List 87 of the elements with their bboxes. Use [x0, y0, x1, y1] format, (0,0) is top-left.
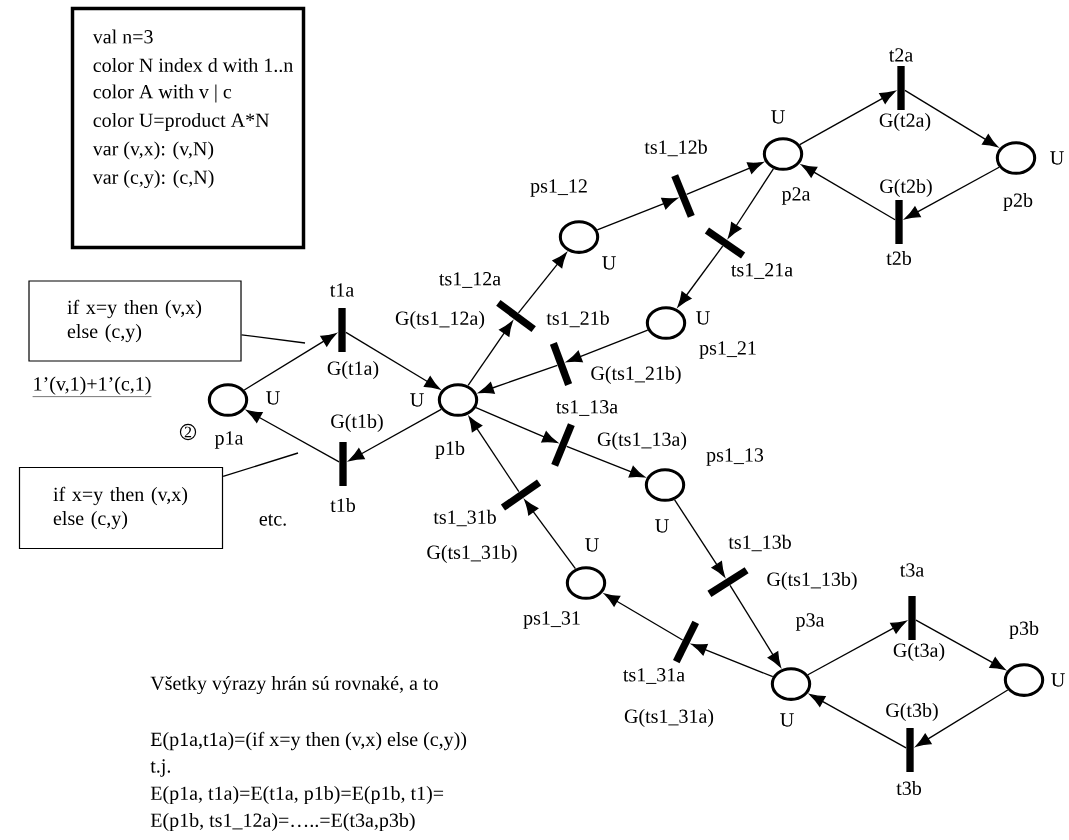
arrow	[348, 408, 442, 462]
node-label: ts1_21b	[546, 310, 609, 328]
node-label: ts1_12a	[439, 272, 501, 288]
arrow	[799, 90, 896, 146]
arrow	[345, 331, 440, 390]
arrow	[478, 364, 558, 394]
arrow	[677, 245, 724, 308]
node-label: U	[1050, 151, 1064, 165]
node-label: p3b	[1009, 620, 1039, 640]
arrow	[673, 499, 726, 578]
node-label: U	[655, 519, 669, 533]
node-label: G(t1a)	[327, 360, 379, 380]
node-label: G(ts1_13b)	[767, 571, 857, 591]
node-label: U	[602, 256, 616, 270]
node-label: ts1_13b	[728, 534, 791, 552]
node-label: ps1_31	[523, 611, 580, 629]
arrow	[604, 593, 684, 641]
node-label: ps1_21	[699, 341, 756, 359]
arrow	[524, 499, 577, 570]
node-label: G(t1b)	[331, 413, 383, 433]
arrow	[475, 407, 558, 444]
note-text: Všetky výrazy hrán sú rovnaké, a to	[150, 675, 438, 695]
note: etc.	[259, 514, 286, 526]
arrow	[801, 164, 896, 221]
arrow	[468, 416, 520, 493]
arrow	[904, 89, 999, 148]
node-label: G(ts1_31a)	[624, 708, 714, 728]
arrow	[566, 329, 649, 363]
note-text: E(p1a,t1a)=(if x=y then (v,x) else (c,y))	[150, 731, 467, 751]
token-count: 2	[179, 423, 197, 441]
arrow	[729, 584, 781, 668]
node-label: ts1_31b	[433, 509, 496, 527]
arrow	[691, 643, 774, 678]
arrow	[809, 693, 907, 749]
leader-line	[222, 452, 299, 477]
node-label: ts1_13a	[556, 400, 618, 416]
note-text: t.j.	[150, 759, 171, 777]
node-label: ps1_12	[530, 179, 587, 197]
arrow	[517, 252, 567, 314]
arrow	[243, 333, 337, 391]
node-label: G(ts1_31b)	[427, 544, 517, 564]
arrow	[246, 410, 340, 463]
node-label: G(t3a)	[893, 642, 945, 662]
node-label: ts1_12b	[644, 139, 707, 157]
node-label: p3a	[795, 613, 825, 631]
note-text: E(p1a, t1a)=E(t1a, p1b)=E(p1b, t1)=	[150, 785, 444, 805]
node-label: ps1_13	[706, 448, 764, 466]
node-label: U	[266, 391, 280, 405]
node-label: G(t2a)	[879, 112, 931, 132]
node-label: p1b	[435, 440, 465, 460]
node-label: t2a	[889, 48, 913, 62]
node-label: G(ts1_13a)	[597, 431, 687, 451]
node-label: U	[780, 713, 794, 727]
inscription-box: if x=y then (v,x) else (c,y)	[28, 280, 242, 362]
arrow	[596, 197, 678, 231]
declaration-box: val n=3 color N index d with 1..n color A with v | c color U=product A*N var (v,x): (v,N) var (c,y): (c,N)	[70, 6, 306, 250]
node-label: G(t2b)	[880, 178, 932, 198]
initial-marking: 1’(v,1)+1’(c,1)	[32, 376, 152, 397]
node-label: t2b	[886, 251, 912, 266]
node-label: U	[1051, 673, 1065, 687]
arrow	[685, 161, 764, 196]
node-label: U	[410, 393, 424, 407]
node-label: U	[585, 538, 599, 552]
arrow	[467, 320, 513, 387]
node-label: G(ts1_21b)	[591, 365, 681, 385]
node-label: t3b	[896, 781, 922, 796]
arrow	[915, 689, 1009, 747]
leader-line	[240, 334, 306, 344]
node-label: p1a	[214, 431, 244, 449]
note-text: E(p1b, ts1_12a)=…..=E(t3a,p3b)	[150, 812, 415, 832]
arrow	[727, 168, 774, 239]
node-label: t3a	[900, 563, 924, 577]
node-label: t1a	[330, 283, 354, 297]
node-label: ts1_31a	[623, 668, 685, 684]
node-label: t1b	[330, 498, 356, 513]
node-label: p2b	[1003, 192, 1033, 212]
node-label: G(ts1_12a)	[395, 310, 485, 330]
node-label: G(t3b)	[886, 702, 938, 722]
arrow	[904, 166, 1000, 220]
node-label: ts1_21a	[731, 263, 793, 279]
inscription-box: if x=y then (v,x) else (c,y)	[18, 466, 224, 550]
node-label: U	[696, 311, 710, 325]
arrow	[566, 445, 645, 478]
node-label: U	[771, 110, 785, 124]
arrow	[807, 620, 907, 676]
arrow	[915, 619, 1006, 671]
node-label: p2a	[781, 187, 811, 205]
